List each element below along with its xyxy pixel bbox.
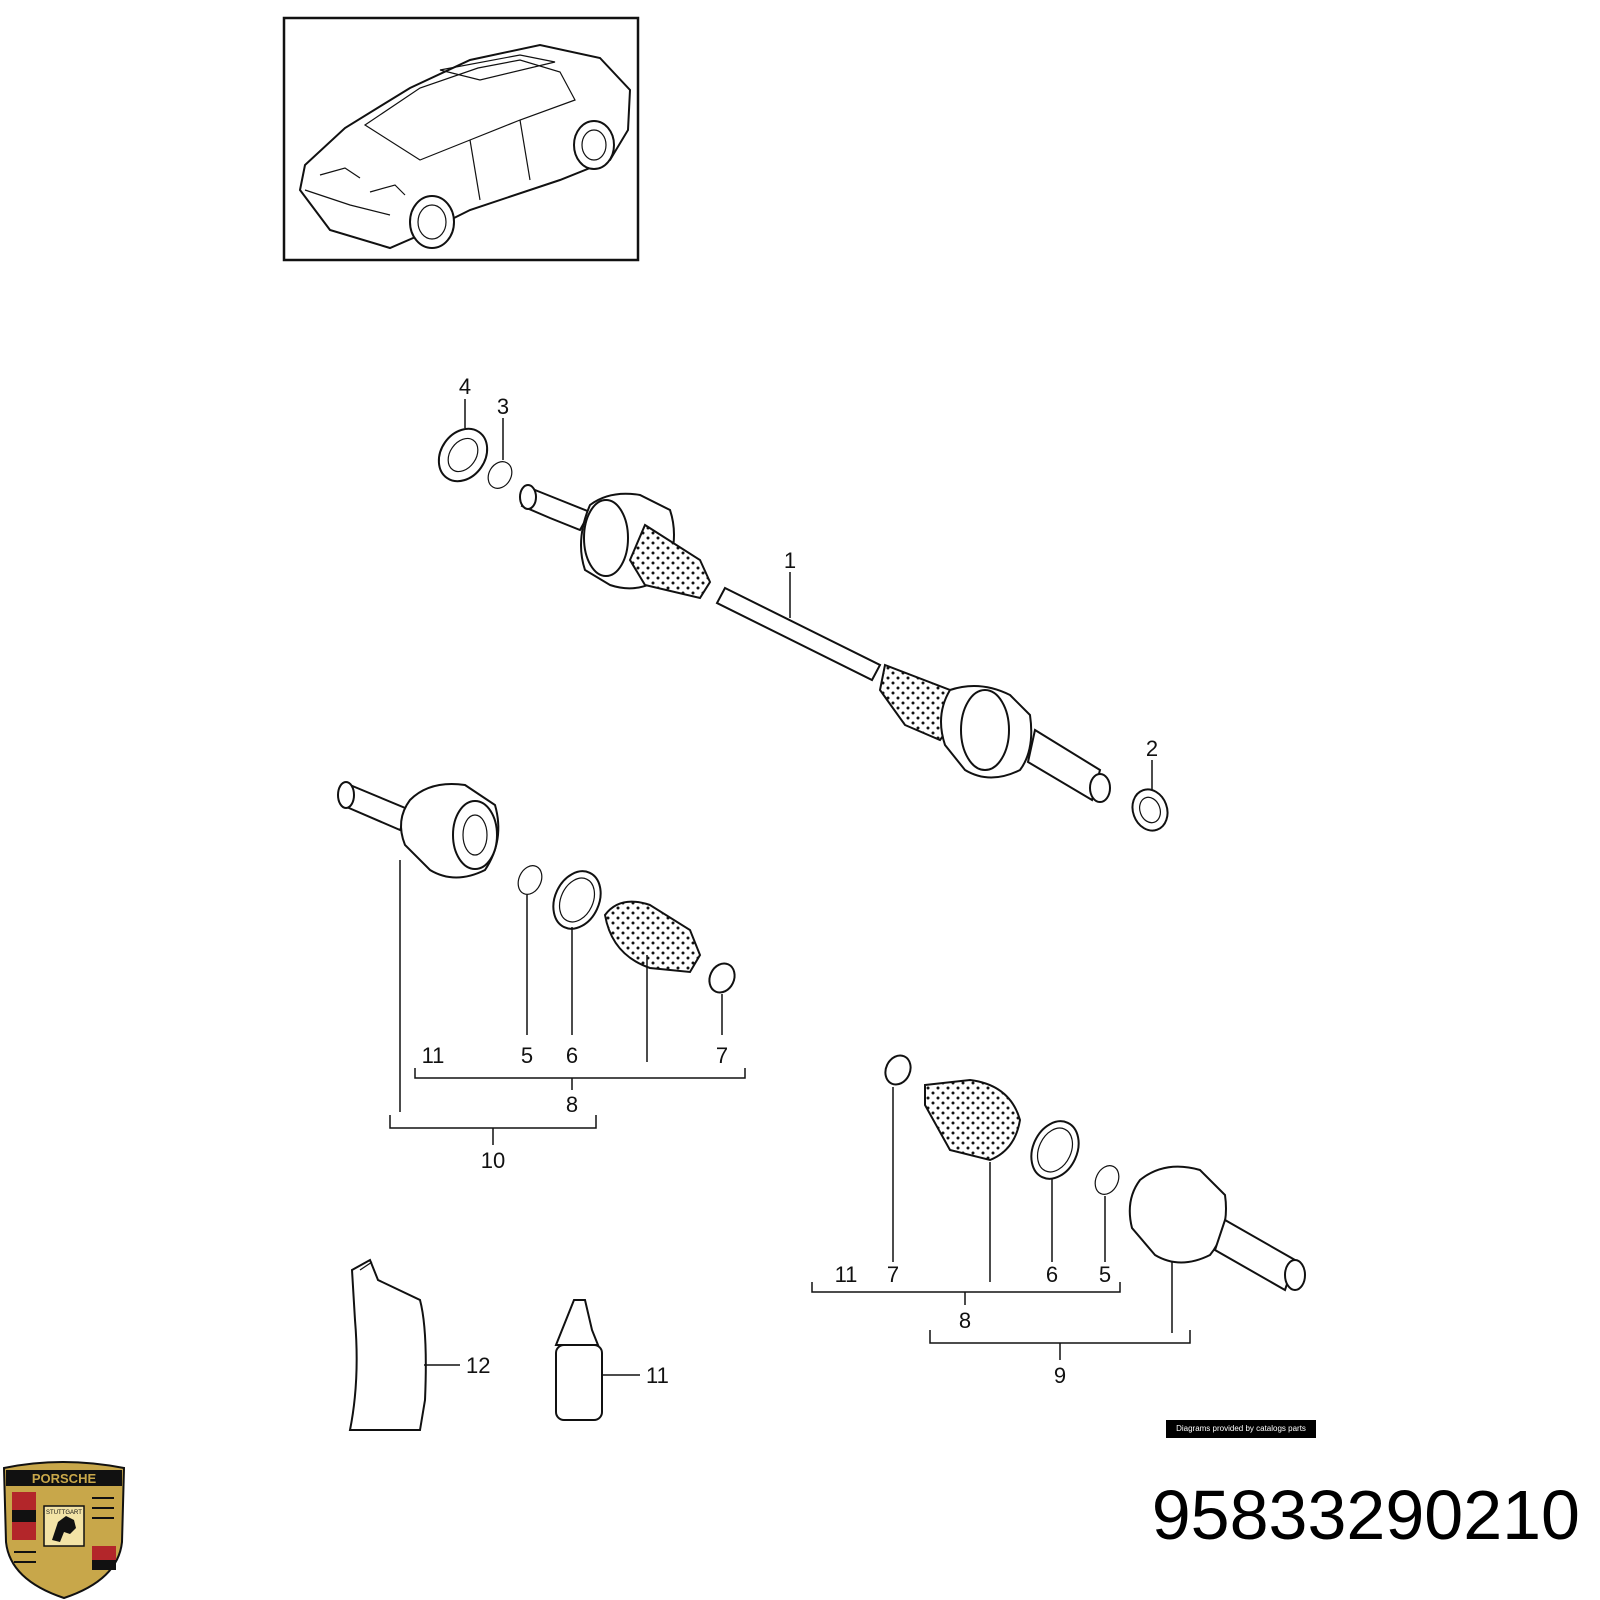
diagram-credit-label: Diagrams provided by catalogs parts bbox=[1166, 1420, 1316, 1438]
callout-upper-6: 6 bbox=[566, 1043, 578, 1068]
callout-11-bottle: 11 bbox=[646, 1363, 669, 1388]
callout-lower-8: 8 bbox=[959, 1308, 971, 1333]
callout-upper-11: 11 bbox=[422, 1043, 445, 1068]
callout-9: 9 bbox=[1054, 1363, 1066, 1388]
inner-cv-joint bbox=[1128, 1165, 1306, 1292]
vehicle-thumbnail bbox=[282, 16, 640, 262]
shaft-seal-ring bbox=[437, 427, 489, 483]
callout-upper-7: 7 bbox=[716, 1043, 728, 1068]
grease-bottle bbox=[554, 1299, 603, 1421]
boot-kit-lower bbox=[884, 1054, 1120, 1195]
porsche-crest-logo: PORSCHE STUTTGART bbox=[2, 1461, 126, 1600]
boot-kit-upper bbox=[517, 865, 736, 994]
callout-4: 4 bbox=[459, 374, 471, 399]
callout-3: 3 bbox=[497, 394, 509, 419]
callout-12: 12 bbox=[466, 1353, 490, 1378]
circlip bbox=[487, 461, 513, 489]
suv-illustration bbox=[298, 43, 632, 250]
leader-lines bbox=[389, 399, 1191, 1376]
callout-upper-8: 8 bbox=[566, 1092, 578, 1117]
callout-lower-11: 11 bbox=[835, 1262, 858, 1287]
outer-cv-joint-set bbox=[337, 781, 500, 879]
callout-lower-7: 7 bbox=[887, 1262, 899, 1287]
callout-2: 2 bbox=[1146, 736, 1158, 761]
callout-labels: 4 3 1 2 11 5 6 7 8 10 11 7 6 5 8 9 12 11 bbox=[422, 374, 1159, 1388]
grease-pouch bbox=[348, 1258, 427, 1431]
logo-city-text: STUTTGART bbox=[46, 1510, 82, 1516]
logo-brand-text: PORSCHE bbox=[32, 1471, 97, 1486]
callout-1: 1 bbox=[784, 548, 796, 573]
callout-lower-5: 5 bbox=[1099, 1262, 1111, 1287]
callout-lower-6: 6 bbox=[1046, 1262, 1058, 1287]
callout-upper-5: 5 bbox=[521, 1043, 533, 1068]
hub-nut bbox=[1131, 788, 1169, 832]
callout-10: 10 bbox=[481, 1148, 505, 1173]
complete-drive-shaft bbox=[519, 484, 1111, 803]
part-number: 95833290210 bbox=[1151, 1476, 1580, 1554]
